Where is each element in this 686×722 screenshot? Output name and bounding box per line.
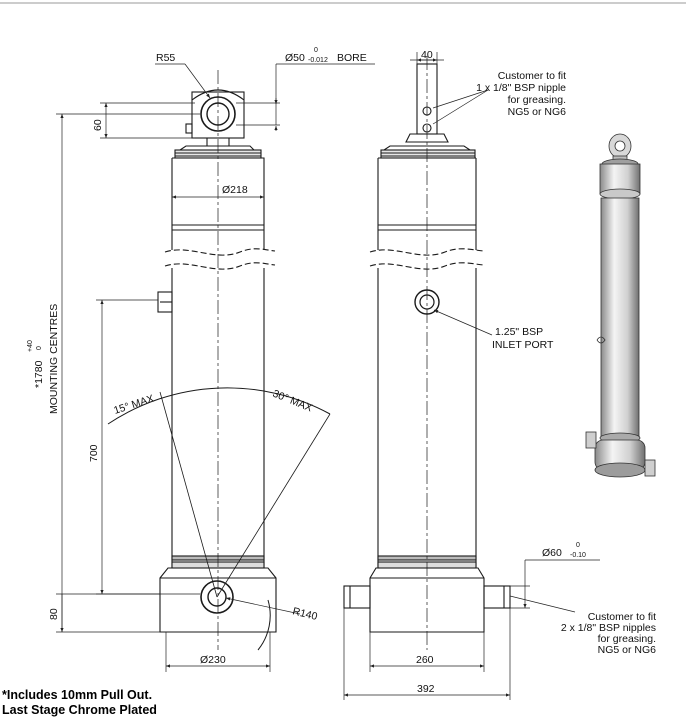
side-right-pin [483,585,511,609]
grease-bottom-line-3: for greasing. [598,633,656,645]
front-top-eye [191,91,245,139]
note-chrome-plated: Last Stage Chrome Plated [2,703,157,717]
label-mount-word: MOUNTING CENTRES [48,304,60,414]
grease-bottom-line-2: 2 x 1/8" BSP nipples [561,622,656,634]
label-bore-tol-lower: -0.012 [308,57,328,64]
label-dia-230: Ø230 [200,654,226,666]
label-r55: R55 [156,52,175,64]
front-grease-nipple [185,123,193,134]
label-dim-40: 40 [421,49,433,61]
label-dim-392: 392 [417,683,435,695]
front-pin-bore [207,587,227,607]
label-angle-30: 30° MAX [271,388,314,415]
cylinder-render [585,133,656,478]
label-bore-word: BORE [337,52,367,64]
label-dim-260: 260 [416,654,434,666]
label-dim-80: 80 [48,608,60,620]
label-pin-dia: Ø60 [542,547,562,559]
label-bore-dia: Ø50 [285,52,305,64]
grease-bottom-line-4: NG5 or NG6 [598,644,657,656]
front-view [107,70,331,651]
grease-top-line-3: for greasing. [508,94,566,106]
label-pin-tol-upper: 0 [576,542,580,549]
grease-top-line-2: 1 x 1/8" BSP nipple [476,82,566,94]
labels: R55 Ø50 0 -0.012 BORE 40 Customer to fit… [27,47,656,695]
label-mount-tol-lower: 0 [36,346,43,350]
label-dim-60: 60 [92,119,104,131]
grease-bottom-note: Customer to fit 2 x 1/8" BSP nipples for… [561,611,656,656]
note-pull-out: *Includes 10mm Pull Out. [2,688,153,702]
mounting-centres-label: *1780 +40 0 MOUNTING CENTRES [27,304,60,414]
label-inlet-line-2: INLET PORT [492,339,554,351]
label-r140: R140 [291,605,318,623]
front-pin-outer [200,580,234,614]
grease-top-line-4: NG5 or NG6 [508,106,567,118]
label-dim-700: 700 [88,444,100,462]
side-left-pin [343,585,371,609]
label-bore-tol-upper: 0 [314,47,318,54]
label-inlet-line-1: 1.25" BSP [495,326,543,338]
label-dia-218: Ø218 [222,184,248,196]
label-mount-main: *1780 [33,360,45,388]
grease-top-line-1: Customer to fit [498,70,566,82]
side-view [343,56,511,650]
label-mount-tol-upper: +40 [27,340,34,352]
label-angle-15: 15° MAX [112,393,155,417]
dimensions [56,52,600,700]
grease-top-note: Customer to fit 1 x 1/8" BSP nipple for … [476,70,566,118]
label-pin-tol-lower: -0.10 [570,552,586,559]
grease-bottom-line-1: Customer to fit [588,611,656,623]
